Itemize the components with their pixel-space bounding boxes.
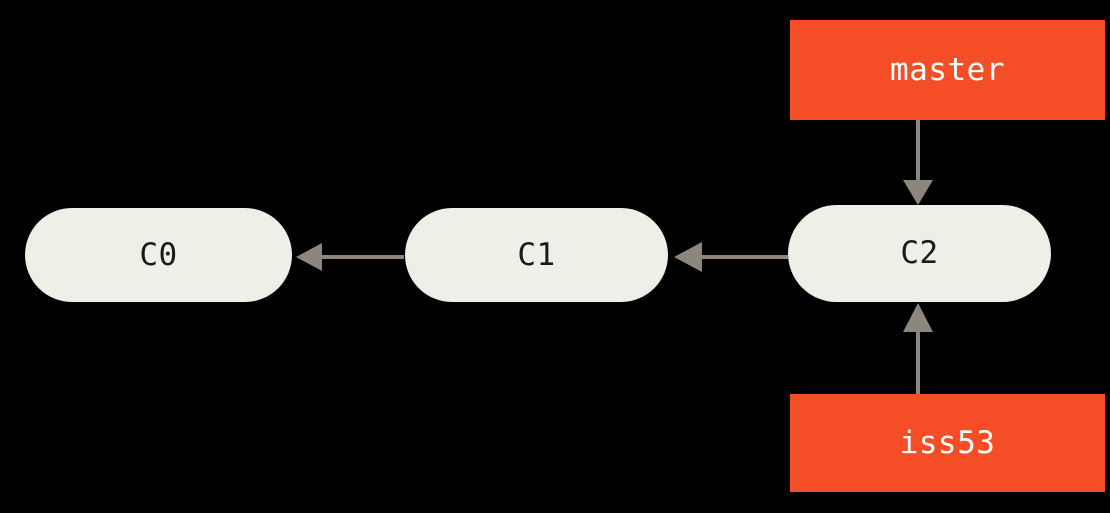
arrow-c1-to-c0 (296, 243, 404, 271)
commit-label-c1: C1 (517, 236, 556, 273)
commit-label-c0: C0 (139, 236, 178, 273)
branch-label-master: master (890, 51, 1005, 88)
commit-node-c1[interactable]: C1 (405, 208, 668, 302)
branch-box-iss53[interactable]: iss53 (790, 394, 1105, 492)
branch-label-iss53: iss53 (899, 424, 996, 461)
arrow-c2-to-c1 (674, 242, 788, 272)
commit-node-c0[interactable]: C0 (25, 208, 292, 302)
commit-label-c2: C2 (900, 235, 939, 271)
arrow-master-to-c2 (903, 120, 933, 205)
commit-node-c2[interactable]: C2 (788, 205, 1051, 302)
arrow-iss53-to-c2 (903, 303, 933, 394)
branch-box-master[interactable]: master (790, 20, 1105, 120)
